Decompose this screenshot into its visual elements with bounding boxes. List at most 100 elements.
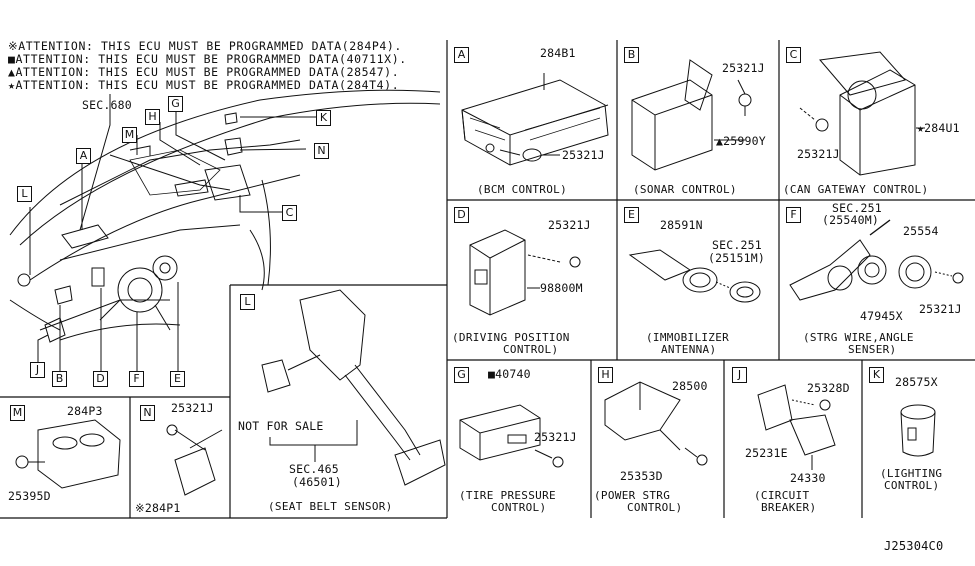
part-40740: ■40740 <box>488 367 531 381</box>
part-sec465: SEC.465 <box>289 462 339 476</box>
callout-j[interactable]: J <box>30 362 45 378</box>
callout-c[interactable]: C <box>282 205 297 221</box>
part-sec251-e: SEC.251 <box>712 238 762 252</box>
part-25321j-g: 25321J <box>534 430 577 444</box>
panel-g-caption-2: CONTROL) <box>491 501 547 514</box>
panel-d-caption-2: CONTROL) <box>503 343 559 356</box>
part-284p1: ※284P1 <box>135 501 181 515</box>
part-28500: 28500 <box>672 379 708 393</box>
callout-k[interactable]: K <box>316 110 331 126</box>
panel-f-caption-2: SENSER) <box>848 343 897 356</box>
sonar-module-drawing <box>631 59 752 171</box>
part-25321j-f: 25321J <box>919 302 962 316</box>
pedal-drawing <box>261 289 446 486</box>
panel-f-letter: F <box>786 207 801 223</box>
panel-a-letter: A <box>454 47 469 63</box>
panel-l-letter: L <box>240 294 255 310</box>
panel-e-caption-1: (IMMOBILIZER <box>646 331 730 344</box>
can-gateway-drawing <box>799 51 925 176</box>
note-text-2: ATTENTION: THIS ECU MUST BE PROGRAMMED D… <box>15 52 407 66</box>
callout-a[interactable]: A <box>76 148 91 164</box>
lighting-control-drawing <box>900 404 936 457</box>
part-25353d: 25353D <box>620 469 663 483</box>
bcm-module-drawing <box>461 73 609 166</box>
panel-g-caption-1: (TIRE PRESSURE <box>459 489 556 502</box>
attention-note-1: ※ATTENTION: THIS ECU MUST BE PROGRAMMED … <box>8 40 402 53</box>
part-284b1: 284B1 <box>540 46 576 60</box>
tire-pressure-drawing <box>459 404 564 468</box>
part-98800m: 98800M <box>540 281 583 295</box>
attention-note-3: ▲ATTENTION: THIS ECU MUST BE PROGRAMMED … <box>8 66 399 79</box>
part-46501: (46501) <box>292 475 342 489</box>
panel-c-letter: C <box>786 47 801 63</box>
callout-h[interactable]: H <box>145 109 160 125</box>
panel-f-caption-1: (STRG WIRE,ANGLE <box>803 331 914 344</box>
panel-k-caption-2: CONTROL) <box>884 479 940 492</box>
circuit-breaker-drawing <box>757 384 836 470</box>
part-25540m: (25540M) <box>822 213 879 227</box>
panel-h-caption-1: (POWER STRG <box>594 489 671 502</box>
driving-position-drawing <box>469 229 581 316</box>
panel-k-letter: K <box>869 367 884 383</box>
panel-j-caption-1: (CIRCUIT <box>754 489 810 502</box>
panel-k-caption-1: (LIGHTING <box>880 467 943 480</box>
panel-h-letter: H <box>598 367 613 383</box>
steering-switch-drawing <box>789 219 964 301</box>
callout-g[interactable]: G <box>168 96 183 112</box>
part-sec251-f: SEC.251 <box>832 201 882 215</box>
panel-l-caption: (SEAT BELT SENSOR) <box>268 500 393 513</box>
note-text-4: ATTENTION: THIS ECU MUST BE PROGRAMMED D… <box>15 78 400 92</box>
note-text-3: ATTENTION: THIS ECU MUST BE PROGRAMMED D… <box>15 65 400 79</box>
panel-grid <box>0 40 975 519</box>
panel-e-letter: E <box>624 207 639 223</box>
note-mark-2: ■ <box>8 52 16 66</box>
callout-l[interactable]: L <box>17 186 32 202</box>
part-25554: 25554 <box>903 224 939 238</box>
panel-d-caption-1: (DRIVING POSITION <box>452 331 570 344</box>
diagram-id: J25304C0 <box>884 539 944 553</box>
part-25328d: 25328D <box>807 381 850 395</box>
sec-680-label: SEC.680 <box>82 98 132 112</box>
panel-g-letter: G <box>454 367 469 383</box>
note-mark-3: ▲ <box>8 65 16 79</box>
part-47945x: 47945X <box>860 309 903 323</box>
panel-h-caption-2: CONTROL) <box>627 501 683 514</box>
panel-n-drawing <box>166 424 223 496</box>
panel-n-letter: N <box>140 405 155 421</box>
part-25395d: 25395D <box>8 489 51 503</box>
part-284u1: ★284U1 <box>917 121 960 135</box>
part-284p3: 284P3 <box>67 404 103 418</box>
note-mark-4: ★ <box>8 78 16 92</box>
panel-j-letter: J <box>732 367 747 383</box>
panel-b-caption: (SONAR CONTROL) <box>633 183 737 196</box>
dashboard-sketch <box>9 89 441 371</box>
callout-e[interactable]: E <box>170 371 185 387</box>
note-text-1: ATTENTION: THIS ECU MUST BE PROGRAMMED D… <box>18 39 402 53</box>
callout-n[interactable]: N <box>314 143 329 159</box>
part-25321j-c: 25321J <box>797 147 840 161</box>
panel-d-letter: D <box>454 207 469 223</box>
callout-b[interactable]: B <box>52 371 67 387</box>
callout-d[interactable]: D <box>93 371 108 387</box>
part-25321j-b: 25321J <box>722 61 765 75</box>
note-mark-1: ※ <box>8 39 19 53</box>
panel-b-letter: B <box>624 47 639 63</box>
part-25321j-n: 25321J <box>171 401 214 415</box>
panel-j-caption-2: BREAKER) <box>761 501 817 514</box>
callout-f[interactable]: F <box>129 371 144 387</box>
part-25321j-a: 25321J <box>562 148 605 162</box>
immobilizer-drawing <box>628 249 761 303</box>
panel-c-caption: (CAN GATEWAY CONTROL) <box>783 183 929 196</box>
power-strg-drawing <box>604 381 708 466</box>
not-for-sale-label: NOT FOR SALE <box>238 419 324 433</box>
attention-note-2: ■ATTENTION: THIS ECU MUST BE PROGRAMMED … <box>8 53 407 66</box>
part-25151m: (25151M) <box>708 251 765 265</box>
part-28575x: 28575X <box>895 375 938 389</box>
part-24330: 24330 <box>790 471 826 485</box>
part-25231e: 25231E <box>745 446 788 460</box>
part-28591n: 28591N <box>660 218 703 232</box>
callout-m[interactable]: M <box>122 127 137 143</box>
part-25321j-d: 25321J <box>548 218 591 232</box>
panel-a-caption: (BCM CONTROL) <box>477 183 567 196</box>
